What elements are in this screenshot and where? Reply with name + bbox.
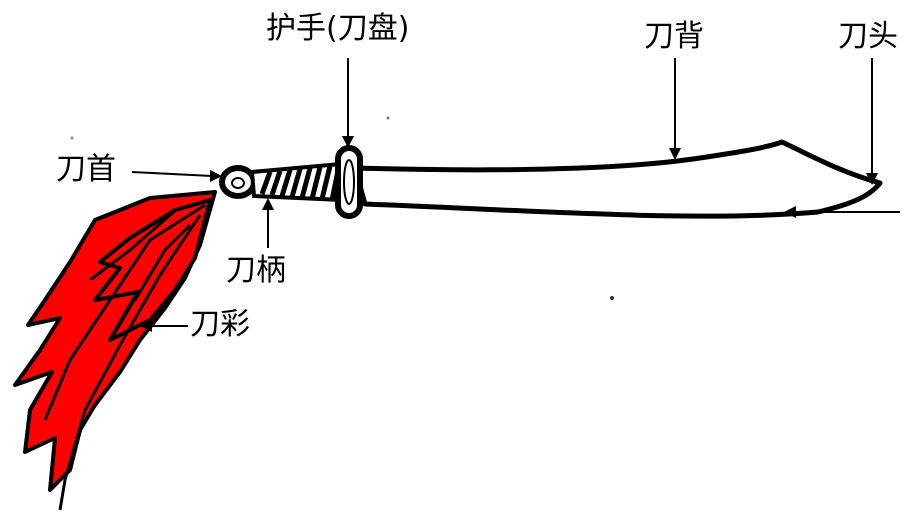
guard-inner bbox=[343, 159, 355, 205]
leader-arrowheads bbox=[140, 136, 878, 332]
edge-arrowhead bbox=[784, 206, 796, 218]
pommel-hole bbox=[231, 177, 245, 189]
handle-arrowhead bbox=[262, 198, 274, 210]
blade-outline bbox=[352, 139, 883, 219]
pommel-arrowhead bbox=[210, 170, 222, 182]
label-tassel: 刀彩 bbox=[190, 307, 250, 342]
leader-lines bbox=[131, 58, 900, 327]
pommel-leader bbox=[131, 171, 213, 177]
tassel-arrowhead bbox=[140, 320, 152, 332]
label-pommel: 刀首 bbox=[56, 152, 116, 187]
tassel-fold-lines bbox=[43, 203, 206, 511]
guard-arrowhead bbox=[342, 136, 354, 148]
speck bbox=[610, 296, 614, 300]
speck bbox=[70, 136, 74, 140]
speck bbox=[386, 116, 390, 120]
back-arrowhead bbox=[669, 148, 681, 160]
guard-shape bbox=[335, 145, 363, 219]
tip-arrowhead bbox=[866, 173, 878, 185]
label-guard: 护手(刀盘) bbox=[266, 11, 410, 46]
label-handle: 刀柄 bbox=[226, 253, 286, 288]
label-tip: 刀头 bbox=[838, 19, 898, 54]
label-back: 刀背 bbox=[644, 19, 704, 54]
